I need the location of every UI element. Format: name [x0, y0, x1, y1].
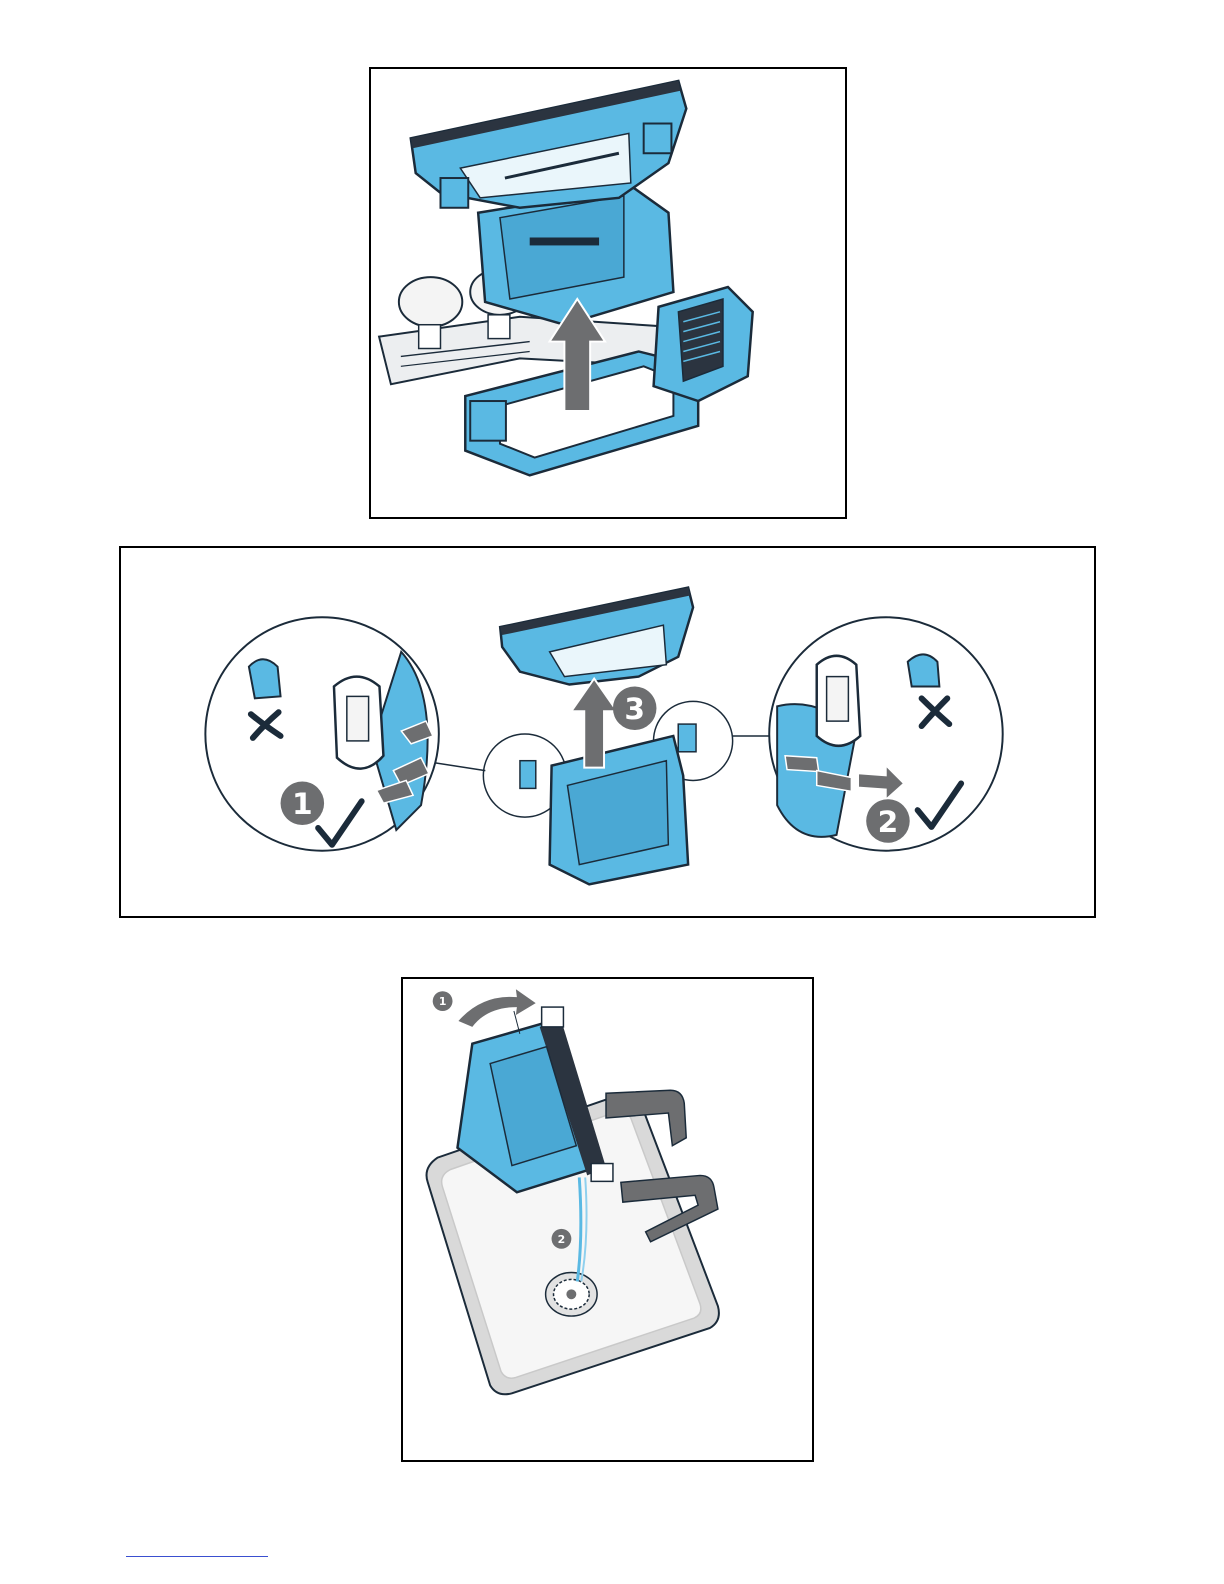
svg-text:1: 1: [292, 786, 313, 821]
step-2-badge: 2: [866, 799, 910, 843]
tilted-container: [457, 1007, 612, 1192]
release-clips-illustration: 1 3: [121, 548, 1094, 916]
svg-text:1: 1: [439, 995, 447, 1008]
step-2-badge: 2: [552, 1229, 572, 1249]
illustration-panel-release-clips: 1 3: [119, 546, 1096, 918]
step-1-badge: 1: [433, 991, 453, 1011]
svg-text:3: 3: [624, 691, 645, 726]
lift-container-illustration: [371, 69, 845, 517]
svg-text:2: 2: [558, 1233, 566, 1246]
container-body: [550, 736, 688, 884]
step-1-badge: 1: [281, 781, 325, 825]
illustration-panel-empty-into-sink: 1 2: [401, 977, 814, 1462]
tilt-rotate-arrow-icon: [458, 989, 535, 1027]
illustration-panel-lift-container: [369, 67, 847, 519]
container-lid-lifted: [500, 588, 693, 685]
svg-text:2: 2: [878, 804, 899, 839]
detail-circle-left: 1: [205, 617, 438, 850]
side-filter-housing: [654, 287, 753, 401]
footer-rule: [126, 1556, 268, 1557]
detail-circle-right: 2: [769, 617, 1002, 850]
sink-drain: [546, 1272, 597, 1316]
step-3-badge: 3: [613, 686, 657, 730]
container-lid: [411, 81, 687, 208]
empty-into-sink-illustration: 1 2: [403, 979, 812, 1460]
